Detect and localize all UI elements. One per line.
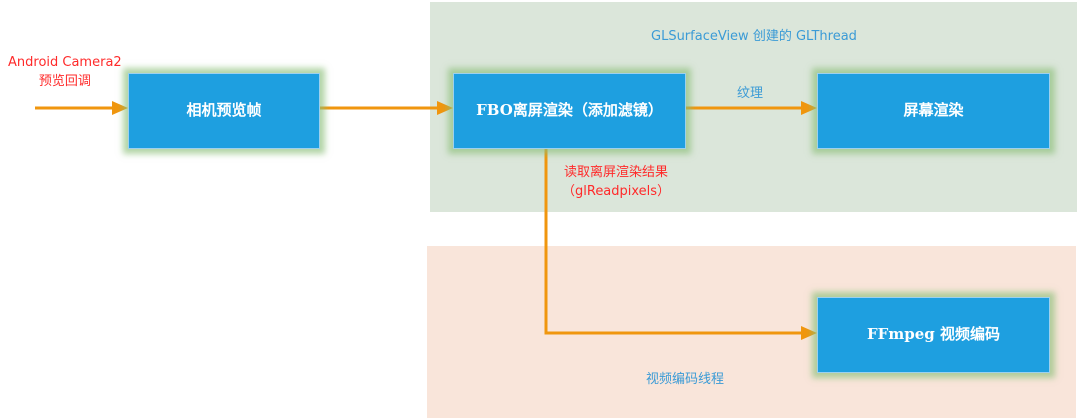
node-fbo-render: FBO离屏渲染（添加滤镜） <box>453 73 686 149</box>
arrowhead-ffmpeg <box>801 326 817 340</box>
node-ffmpeg-encode: FFmpeg 视频编码 <box>817 297 1050 373</box>
arrowhead-fbo <box>437 101 453 115</box>
node-screen-render: 屏幕渲染 <box>817 73 1050 149</box>
read-label: 读取离屏渲染结果 （glReadpixels） <box>562 164 670 202</box>
source-label-line1: Android Camera2 <box>8 55 122 70</box>
read-label-line1: 读取离屏渲染结果 <box>564 165 669 180</box>
read-label-line2: （glReadpixels） <box>562 183 671 199</box>
arrowhead-screen <box>801 101 817 115</box>
gl-thread-label: GLSurfaceView 创建的 GLThread <box>651 29 857 44</box>
edge-fbo-to-ffmpeg <box>544 149 804 335</box>
arrowhead-camera <box>112 101 128 115</box>
node-camera-frame: 相机预览帧 <box>128 73 320 149</box>
texture-label: 纹理 <box>737 86 764 101</box>
encode-thread-label: 视频编码线程 <box>646 372 725 387</box>
source-label-line2: 预览回调 <box>38 73 91 89</box>
source-label: Android Camera2 预览回调 <box>8 54 122 92</box>
